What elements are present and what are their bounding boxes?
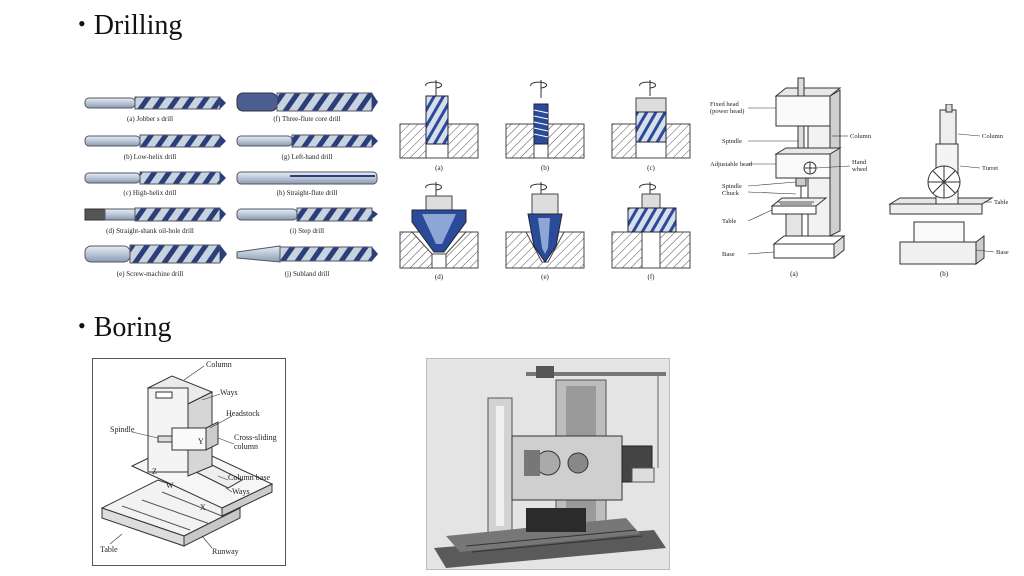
drill-press-caption: (a)	[790, 270, 798, 278]
label-table: Table	[722, 218, 736, 225]
drill-b	[84, 134, 226, 148]
operation-a	[399, 95, 479, 159]
operation-caption-f: (f)	[648, 273, 656, 281]
drill-caption-d: (d) Straight-shank oil-hole drill	[106, 227, 194, 235]
axis-w-label: W	[166, 481, 174, 490]
turret-drill-caption: (b)	[940, 270, 949, 278]
axis-x-label: X	[200, 503, 206, 512]
label-hand: Hand	[852, 159, 867, 166]
drill-c	[84, 171, 226, 185]
drill-h	[236, 171, 378, 185]
turret-drill-figure: Column Turret Table Base (b)	[888, 104, 1009, 278]
drill-caption-h: (h) Straight-flute drill	[277, 189, 338, 197]
label-spindle: Spindle	[722, 138, 742, 145]
label-headstock: Headstock	[226, 409, 260, 418]
operation-e	[505, 193, 585, 269]
drill-g	[236, 134, 378, 148]
axis-z-label: Z	[152, 467, 157, 476]
boring-machine-photo	[426, 358, 670, 570]
drill-e	[84, 244, 227, 264]
drill-press-figure: Fixed head (power head) Spindle Column A…	[710, 77, 872, 278]
operation-c	[611, 97, 691, 159]
label-column-base: Column base	[228, 473, 270, 482]
bullet-icon: •	[78, 11, 86, 36]
label-chuck: Chuck	[722, 190, 740, 197]
operation-f	[611, 193, 691, 269]
drill-caption-c: (c) High-helix drill	[123, 189, 176, 197]
label-boring-spindle: Spindle	[110, 425, 135, 434]
label-spindle-2: Spindle	[722, 183, 742, 190]
label-base: Base	[722, 251, 735, 258]
label-cross-sliding-column: column	[234, 442, 258, 451]
heading-drilling-text: Drilling	[93, 10, 183, 41]
drill-j	[236, 245, 378, 263]
label-boring-ways-2: Ways	[232, 487, 250, 496]
axis-y-label: Y	[198, 437, 204, 446]
heading-drilling: • Drilling	[78, 10, 182, 42]
operation-caption-e: (e)	[541, 273, 549, 281]
drill-caption-f: (f) Three-flute core drill	[273, 115, 340, 123]
heading-boring-text: Boring	[93, 312, 172, 343]
drill-caption-i: (i) Step drill	[290, 227, 324, 235]
label-cross-sliding: Cross-sliding	[234, 433, 277, 442]
label-boring-table: Table	[100, 545, 118, 554]
label-turret-column: Column	[982, 133, 1004, 140]
drill-caption-g: (g) Left-hand drill	[282, 153, 333, 161]
label-turret-base: Base	[996, 249, 1009, 256]
label-turret: Turret	[982, 165, 998, 172]
operation-b	[505, 103, 585, 159]
drill-i	[236, 207, 378, 222]
operation-d	[399, 195, 479, 269]
label-fixed-head: Fixed head	[710, 101, 739, 108]
label-power-head: (power head)	[710, 108, 744, 115]
operation-caption-a: (a)	[435, 164, 443, 172]
label-column: Column	[850, 133, 872, 140]
label-boring-column: Column	[206, 360, 232, 369]
heading-boring: • Boring	[78, 312, 171, 344]
label-turret-table: Table	[994, 199, 1008, 206]
drill-types-figure: (a) Jobber s drill (b) Low-helix drill (…	[84, 92, 378, 278]
drill-caption-a: (a) Jobber s drill	[127, 115, 173, 123]
drill-caption-b: (b) Low-helix drill	[124, 153, 177, 161]
drill-caption-j: (j) Subland drill	[285, 270, 330, 278]
bullet-icon: •	[78, 313, 86, 338]
operation-caption-d: (d)	[435, 273, 444, 281]
drilling-operations-figure: (a) (b) (c) (d) (e) (f)	[399, 80, 691, 281]
drill-caption-e: (e) Screw-machine drill	[117, 270, 184, 278]
operation-caption-b: (b)	[541, 164, 550, 172]
drill-f	[236, 92, 378, 112]
drill-a	[84, 96, 226, 110]
label-adjustable-head: Adjustable head	[710, 161, 753, 168]
label-wheel: wheel	[852, 166, 868, 173]
boring-mill-diagram: Column Ways Headstock Spindle Cross-slid…	[92, 358, 286, 566]
label-runway: Runway	[212, 547, 239, 556]
operation-caption-c: (c)	[647, 164, 655, 172]
drill-d	[84, 207, 226, 222]
label-boring-ways: Ways	[220, 388, 238, 397]
